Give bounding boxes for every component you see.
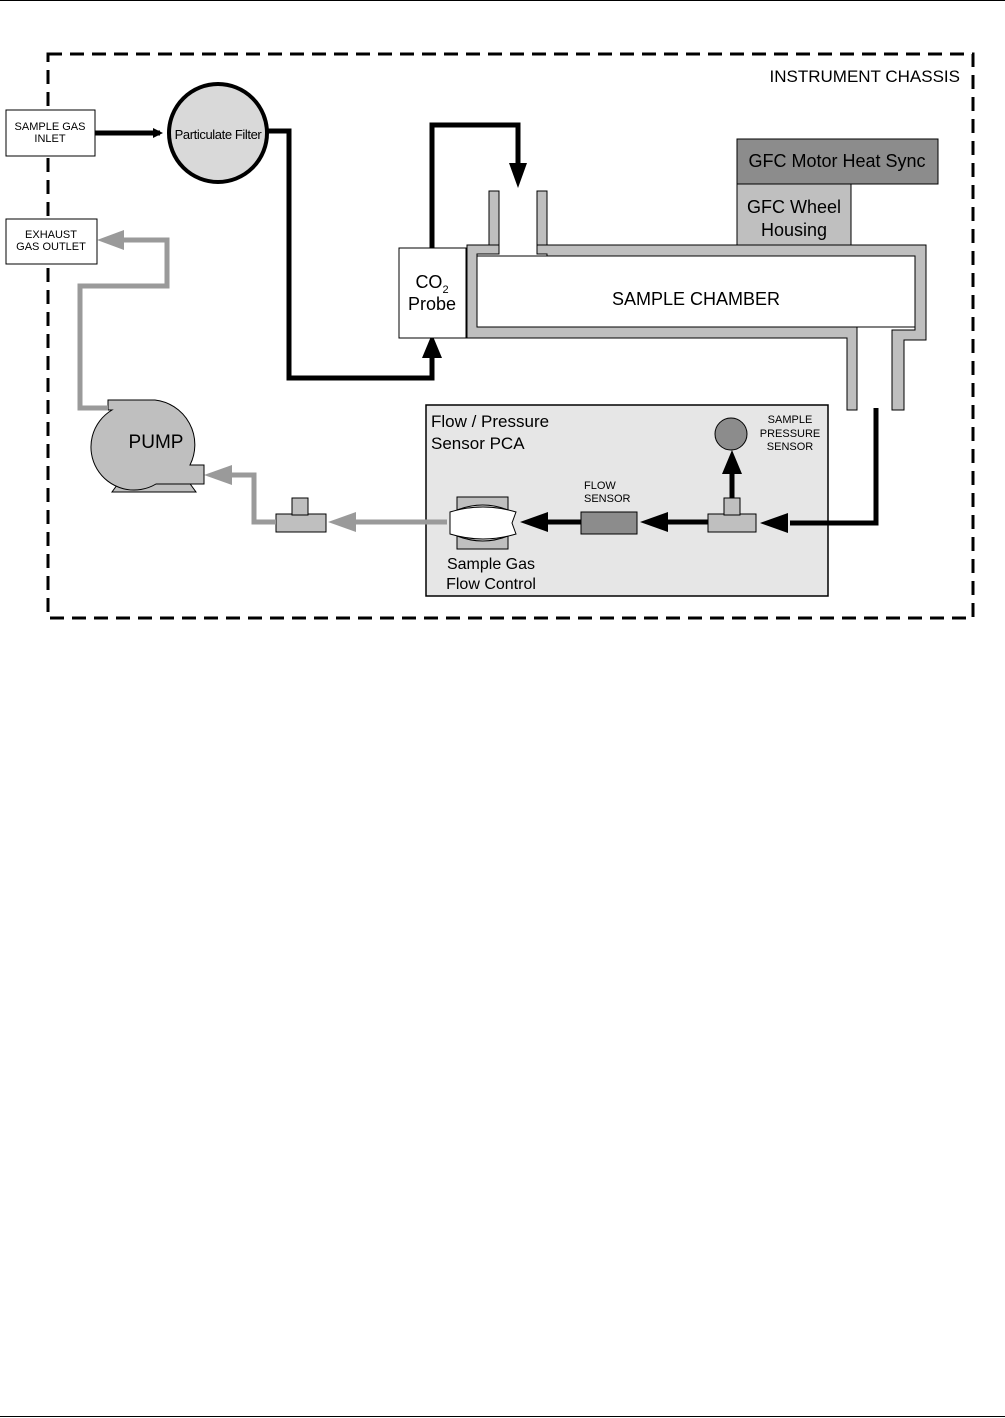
flow-sensor-arrowhead: [640, 512, 668, 532]
pump-label: PUMP: [129, 432, 184, 453]
probe-label-line1: CO2: [415, 272, 448, 296]
flow-sensor-label-line2: SENSOR: [584, 493, 631, 505]
outlet-label-line2: GAS OUTLET: [16, 241, 86, 253]
pressure-sensor-label-line3: SENSOR: [767, 441, 814, 453]
gfc-motor-heat-sync: GFC Motor Heat Sync: [736, 138, 939, 185]
outlet-label-line1: EXHAUST: [25, 229, 77, 241]
wheel-housing-label-line1: GFC Wheel: [747, 197, 841, 217]
probe-subscript: 2: [442, 284, 448, 296]
chamber-outlet-line: [790, 408, 879, 526]
gfc-wheel-housing: GFC Wheel Housing: [736, 183, 852, 246]
pressure-sensor-label-line2: PRESSURE: [760, 428, 821, 440]
tee-inlet-arrowhead: [760, 513, 788, 533]
pca-label-line2: Sensor PCA: [431, 434, 525, 453]
bottom-rule: [0, 1416, 1005, 1417]
chassis-label: INSTRUMENT CHASSIS: [770, 67, 961, 86]
top-rule: [0, 0, 1005, 1]
flow-control-arrowhead: [520, 512, 548, 532]
inlet-label-line1: SAMPLE GAS: [15, 121, 86, 133]
exhaust-gas-outlet: EXHAUST GAS OUTLET: [5, 218, 98, 265]
probe-co-text: CO: [415, 272, 442, 292]
probe-label-line2: Probe: [408, 294, 456, 314]
flow-control-label-line1: Sample Gas: [447, 556, 535, 573]
exhaust-tee-arrowhead: [328, 512, 356, 532]
chamber-label: SAMPLE CHAMBER: [612, 289, 780, 309]
sample-gas-inlet: SAMPLE GAS INLET: [5, 109, 96, 157]
sample-gas-flow-control: [449, 496, 517, 550]
flow-sensor: [580, 511, 638, 535]
probe-inlet-arrowhead: [422, 334, 442, 358]
pump-to-exhaust-line: [77, 237, 170, 411]
sample-pressure-sensor: [714, 417, 748, 451]
chamber-inlet-arrowhead: [509, 163, 527, 188]
inlet-label-line2: INLET: [34, 133, 65, 145]
filter-label: Particulate Filter: [175, 127, 263, 142]
flow-sensor-label-line1: FLOW: [584, 480, 616, 492]
filter-to-probe-line: [267, 128, 435, 381]
chamber-frame-right-top: [536, 244, 927, 411]
instrument-chassis: [46, 52, 975, 620]
exhaust-outlet-arrowhead: [97, 230, 124, 250]
probe-to-chamber-line: [429, 122, 521, 250]
exhaust-tee-fitting: [275, 497, 327, 533]
wheel-housing-label-line2: Housing: [761, 220, 827, 240]
heat-sync-label: GFC Motor Heat Sync: [748, 151, 925, 171]
particulate-filter: Particulate Filter: [167, 82, 269, 184]
pneumatic-diagram: INSTRUMENT CHASSIS SAMPLE GAS INLET EXHA…: [5, 52, 975, 620]
pressure-sensor-label-line1: SAMPLE: [768, 414, 813, 426]
pump: PUMP: [90, 399, 205, 493]
flow-control-label-line2: Flow Control: [446, 576, 536, 593]
sample-chamber: [476, 255, 916, 328]
co2-probe: CO2 Probe: [398, 247, 467, 339]
pump-inlet-arrowhead: [204, 465, 232, 485]
pca-label-line1: Flow / Pressure: [431, 412, 549, 431]
tee-to-pump-line: [230, 472, 276, 525]
pca-tee-fitting: [707, 497, 757, 533]
pressure-sensor-arrowhead: [722, 450, 742, 474]
